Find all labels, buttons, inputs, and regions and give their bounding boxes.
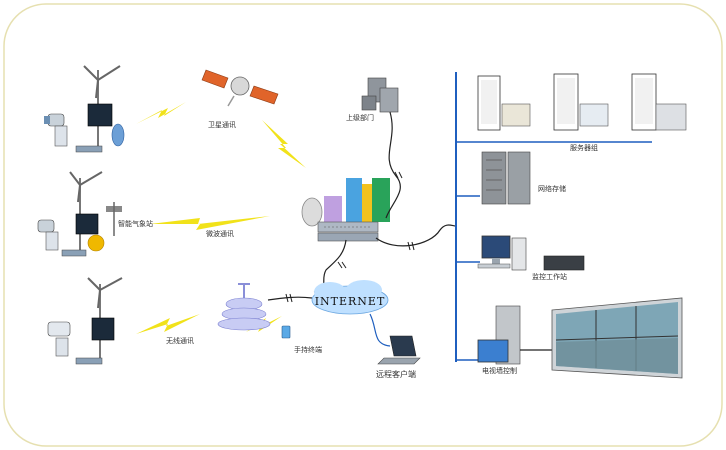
satellite-comm-label: 卫星通讯 [208, 120, 236, 129]
video-wall-icon [551, 297, 683, 379]
handheld-phone-icon [281, 325, 291, 339]
weather-station-label: 智能气象站 [118, 219, 153, 228]
base-unit-icon [61, 249, 87, 257]
wind-turbine-icon [83, 65, 121, 99]
site-3-monitoring-pole [47, 277, 123, 365]
base-unit-icon [75, 145, 103, 153]
control-box-icon [45, 231, 59, 251]
satellite-icon [201, 69, 279, 107]
superior-dept-cable [385, 111, 401, 219]
wireless-link-lightning-icon [136, 314, 200, 334]
solar-panel-icon [91, 317, 115, 341]
remote-client-label: 远程客户端 [376, 369, 416, 379]
network-storage-icon [481, 151, 531, 205]
internet-cloud-icon [311, 280, 389, 315]
camera-icon [37, 219, 55, 233]
solar-panel-icon [75, 213, 99, 235]
camera-icon [47, 113, 65, 127]
microwave-comm-label: 微波通讯 [206, 229, 234, 238]
central-hub [301, 178, 390, 242]
monitor-workstation-label: 监控工作站 [532, 272, 567, 281]
server-3-icon [631, 73, 687, 131]
control-box-icon [54, 125, 68, 147]
control-box-icon [55, 337, 69, 357]
hub-to-bus-cable [375, 224, 457, 247]
building-icon [346, 178, 362, 222]
cell-base-station-icon [217, 283, 271, 331]
dish-antenna-icon [111, 123, 125, 147]
server-1-icon [477, 75, 531, 131]
dvr-device-icon [543, 255, 585, 271]
laptop-icon [377, 335, 421, 365]
camera-icon [47, 321, 71, 337]
microwave-link-lightning-icon [150, 216, 270, 230]
handheld-base-cable [267, 296, 313, 301]
satellite-link-lightning-icon [136, 102, 186, 124]
site-1-monitoring-pole [44, 65, 125, 153]
internet-to-laptop-cable [369, 313, 391, 347]
camera-lens-icon [44, 116, 50, 124]
dish-antenna-icon [87, 234, 105, 252]
satellite-dish-icon [301, 197, 323, 227]
cable-break-marks [285, 171, 415, 303]
server-2-icon [553, 73, 609, 131]
base-unit-icon [75, 357, 103, 365]
network-storage-label: 网络存储 [538, 184, 566, 193]
wireless-comm-label: 无线通讯 [166, 336, 194, 345]
tv-wall-control-label: 电视墙控制 [482, 366, 517, 375]
handheld-terminal-label: 手持终端 [294, 345, 322, 354]
superior-department-building-icon [361, 77, 399, 113]
superior-dept-label: 上级部门 [346, 113, 374, 122]
solar-panel-icon [87, 103, 113, 127]
site-2-monitoring-pole [37, 171, 122, 257]
monitor-workstation-icon [477, 235, 585, 271]
tv-wall-controller-icon [477, 305, 521, 365]
server-group-label: 服务器组 [570, 143, 598, 152]
wind-turbine-icon [87, 277, 123, 309]
internet-label: INTERNET [315, 295, 386, 308]
satellite-downlink-lightning-icon [262, 120, 306, 168]
wind-turbine-icon [69, 171, 103, 203]
